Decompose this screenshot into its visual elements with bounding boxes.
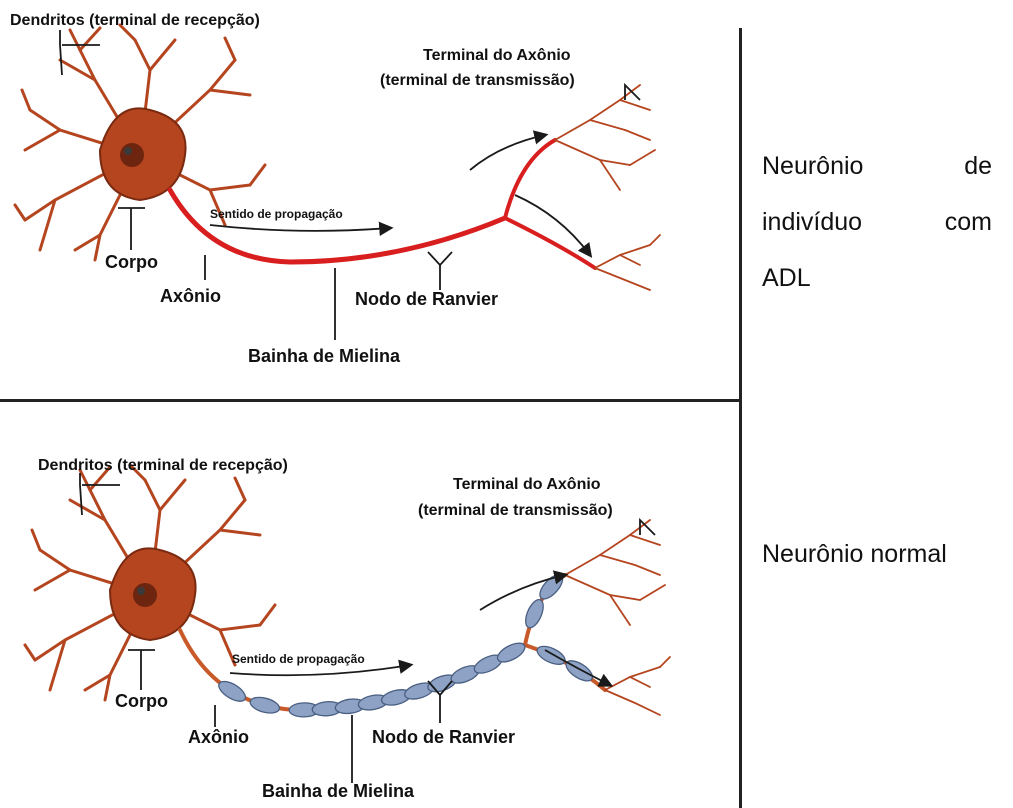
label-dendrites: Dendritos (terminal de recepção) [10, 12, 260, 29]
label-axon: Axônio [160, 286, 221, 306]
label-propagation: Sentido de propagação [210, 207, 343, 221]
vertical-divider [739, 28, 742, 808]
label-body: Corpo [105, 252, 158, 272]
myelin-segment [535, 643, 568, 668]
arrow-lower-branch [545, 650, 610, 685]
label-ranvier: Nodo de Ranvier [372, 727, 515, 747]
label-ranvier: Nodo de Ranvier [355, 289, 498, 309]
cell-body [110, 548, 196, 640]
caption-adl-word: Neurônio [762, 152, 863, 181]
label-axon-terminal: Terminal do Axônio [423, 47, 571, 64]
nucleus [120, 143, 144, 167]
myelin-segment [495, 639, 528, 665]
label-myelin: Bainha de Mielina [248, 346, 401, 366]
caption-adl-word: indivíduo [762, 208, 862, 237]
horizontal-divider [0, 399, 742, 402]
label-propagation: Sentido de propagação [232, 652, 365, 666]
myelin-sheath [216, 571, 596, 717]
cell-body [100, 108, 186, 200]
propagation-arrow [230, 665, 410, 675]
myelin-segment [216, 678, 249, 706]
arrow-upper-branch [470, 135, 545, 170]
label-axon-terminal-sub: (terminal de transmissão) [418, 502, 613, 519]
body-bracket [128, 650, 155, 690]
myelin-segment [522, 597, 547, 630]
axon-terminals [565, 520, 670, 715]
caption-adl-word: ADL [762, 264, 811, 293]
ranvier-pointer [428, 252, 452, 290]
neuron-normal-diagram: Dendritos (terminal de recepção) Termina… [0, 405, 740, 805]
caption-normal: Neurônio normal [762, 540, 947, 569]
caption-adl-word: de [964, 152, 992, 181]
nucleus [133, 583, 157, 607]
label-axon: Axônio [188, 727, 249, 747]
neuron-adl-diagram: Dendritos (terminal de recepção) Termina… [0, 0, 740, 400]
label-axon-terminal: Terminal do Axônio [453, 476, 601, 493]
arrow-lower-branch [515, 195, 590, 255]
myelin-segment [249, 695, 282, 716]
axon-terminals [555, 85, 660, 290]
label-dendrites: Dendritos (terminal de recepção) [38, 457, 288, 474]
label-myelin: Bainha de Mielina [262, 781, 415, 801]
caption-adl-word: com [945, 208, 992, 237]
body-bracket [118, 208, 145, 250]
propagation-arrow [210, 225, 390, 231]
myelin-segment [563, 657, 596, 685]
label-body: Corpo [115, 691, 168, 711]
label-axon-terminal-sub: (terminal de transmissão) [380, 72, 575, 89]
